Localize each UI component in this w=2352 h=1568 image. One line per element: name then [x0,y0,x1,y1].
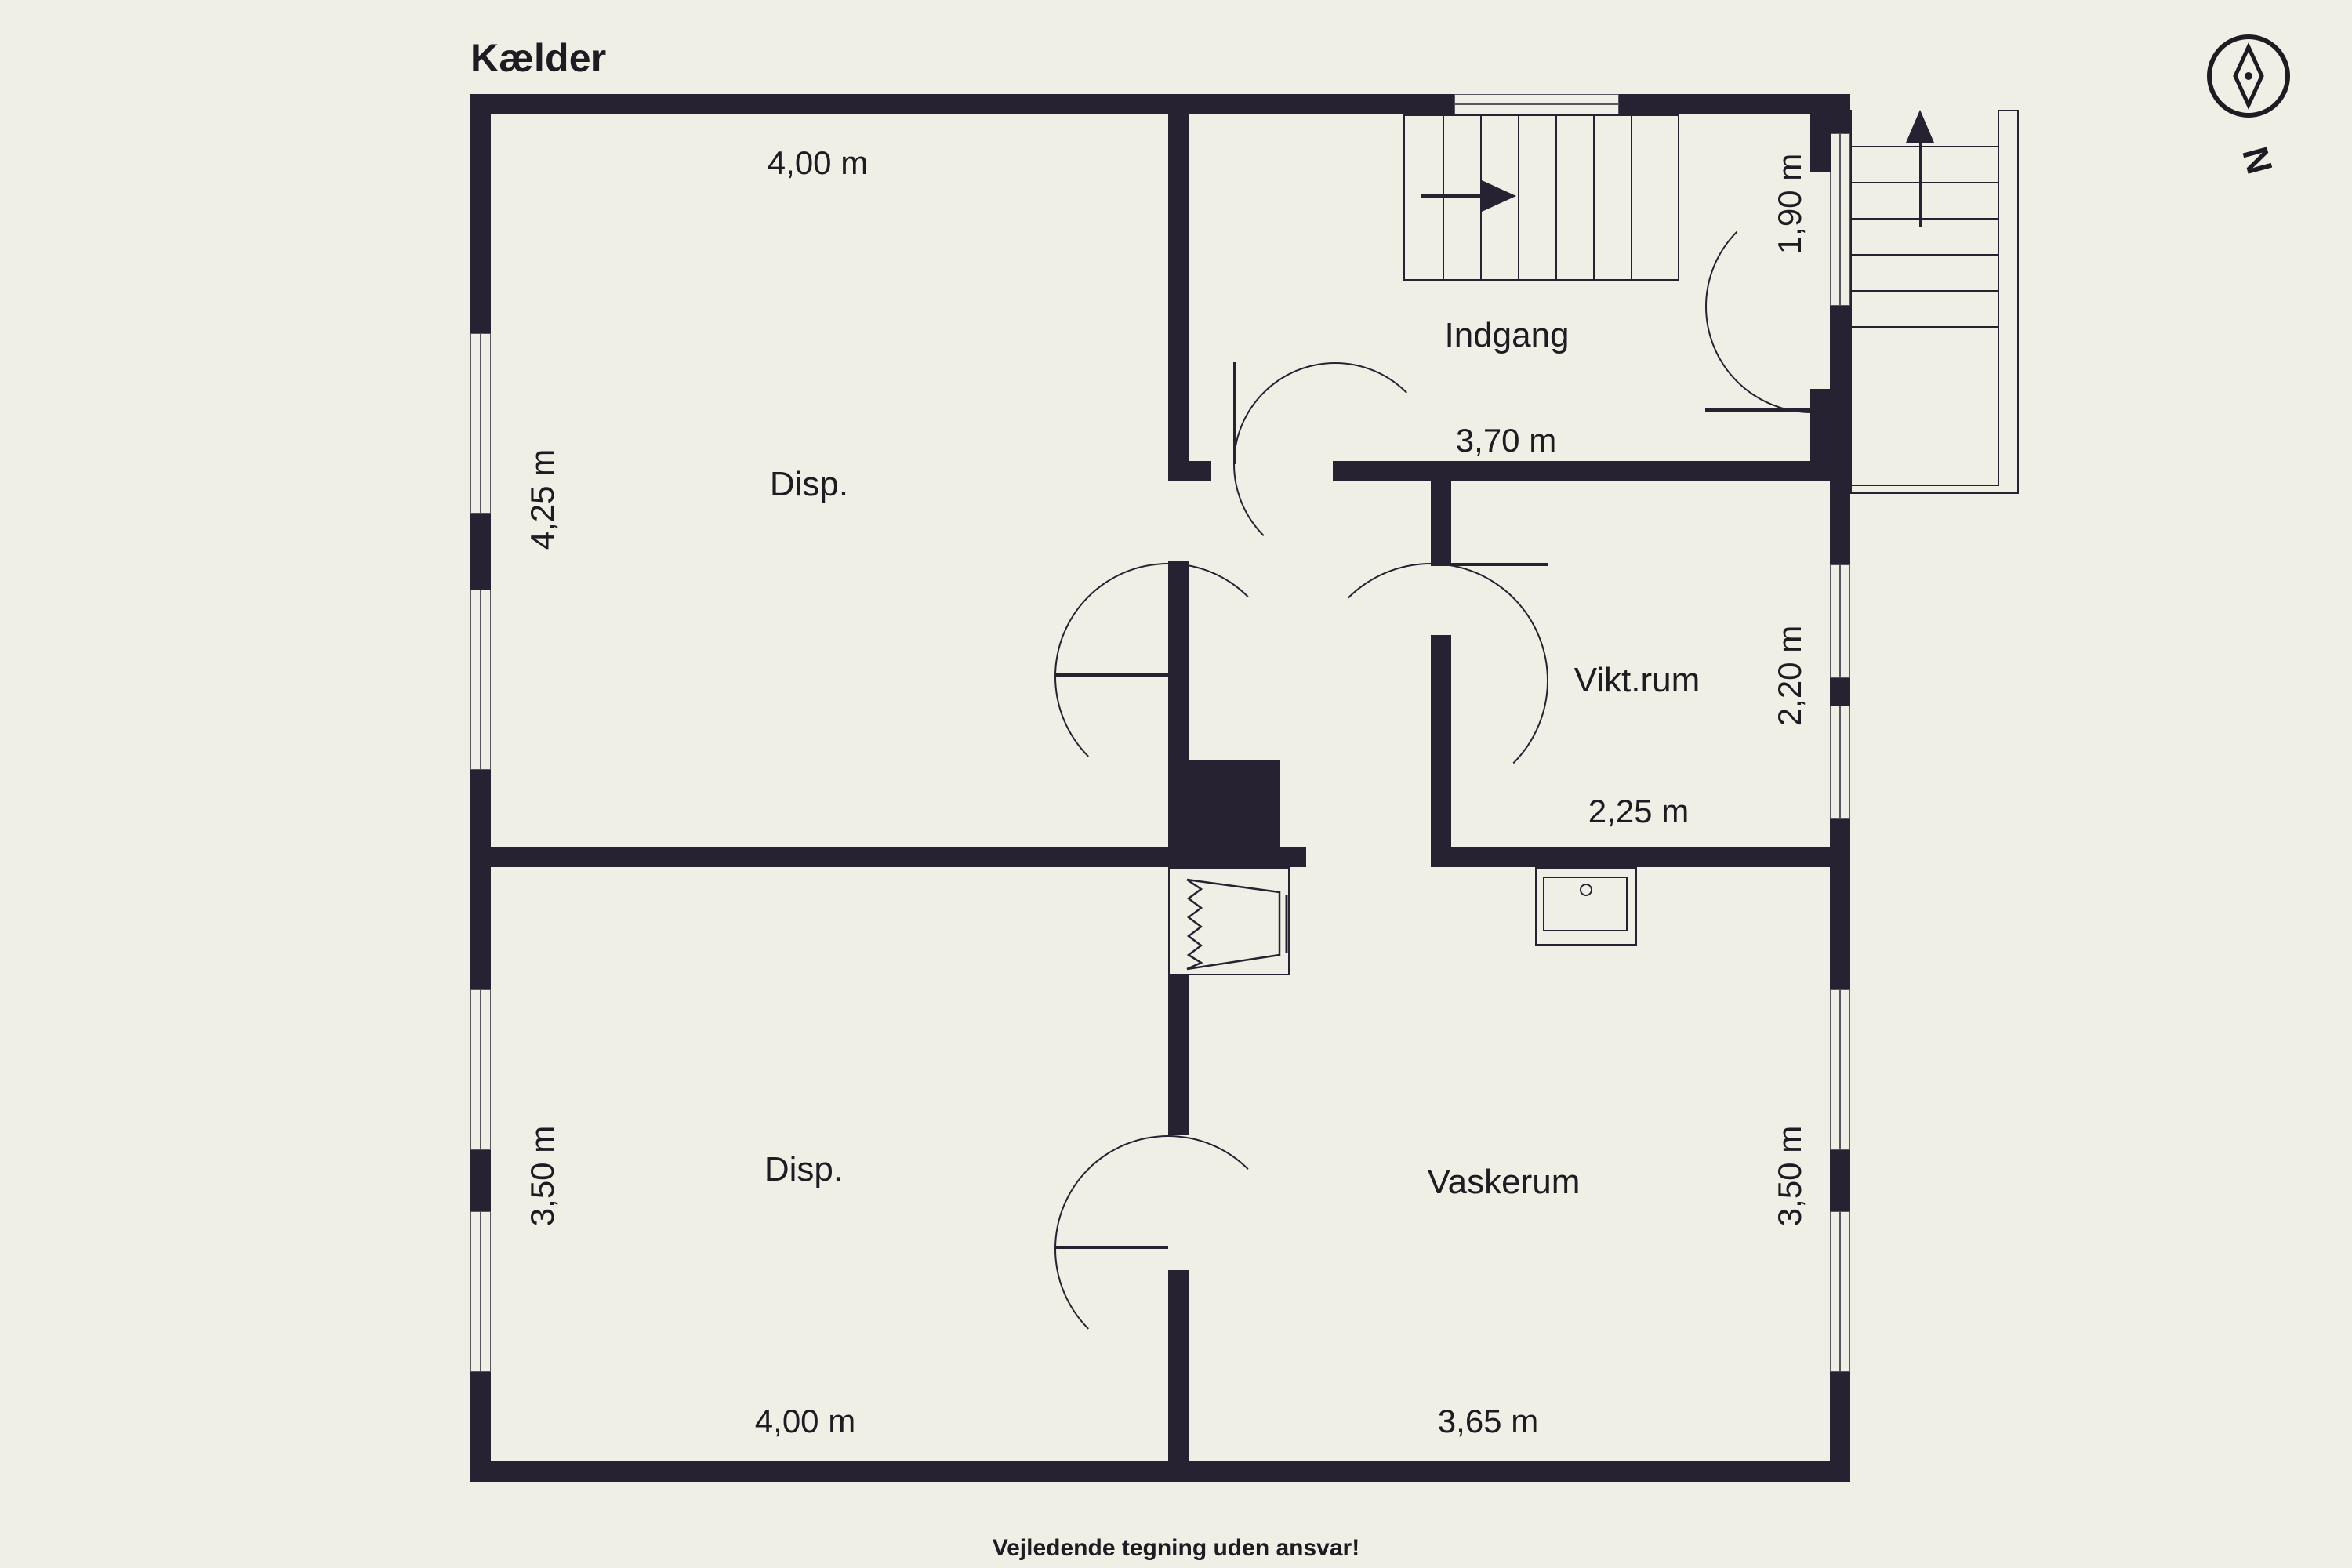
window-left-lower-a [470,989,491,1150]
door-swing-arc [1054,563,1282,790]
door-leaf [1705,408,1813,412]
door-swing-arc [1313,563,1548,798]
door-leaf [1431,563,1548,566]
dimension-left-lower: 3,50 m [524,1125,561,1227]
wall-entrance-threshold [1810,94,1831,172]
sink-drain-icon [1580,884,1592,896]
compass-glyph: N [2207,34,2290,179]
window-right-vaskerum-b [1830,1211,1850,1372]
window-left-lower-b [470,1211,491,1372]
window-right-vikt-b [1830,706,1850,819]
room-label-disp-upper: Disp. [769,465,849,503]
door-disp-lower [1054,1135,1282,1363]
dimension-top-left: 4,00 m [767,144,869,181]
door-indgang-to-disp [1233,362,1437,566]
door-swing-arc [1233,362,1437,566]
wall-exterior-top [470,94,1850,114]
wall-interior-vertical-spine-upper [1168,94,1189,463]
exterior-stairs [1850,110,1999,486]
room-label-indgang: Indgang [1444,316,1570,354]
door-disp-upper [1054,563,1282,790]
window-left-upper-a [470,333,491,514]
room-label-vaskerum: Vaskerum [1427,1163,1581,1201]
door-swing-arc [1054,1135,1282,1363]
page-title: Kælder [470,36,607,80]
disclaimer-text: Vejledende tegning uden ansvar! [992,1535,1360,1561]
door-exterior-entrance [1705,200,1918,413]
dimension-vikt-height: 2,20 m [1771,625,1808,727]
window-left-upper-b [470,590,491,770]
dimension-entry-height: 1,90 m [1771,153,1808,255]
svg-text:N: N [2234,143,2281,179]
door-to-viktrum [1313,563,1548,798]
dimension-bottom-left: 4,00 m [754,1403,856,1439]
window-right-vaskerum-a [1830,989,1850,1150]
stairs-direction-arrow-shaft [1421,194,1483,198]
wall-viktrum-bottom [1431,847,1850,867]
fireplace-icon [1168,867,1290,975]
dimension-bottom-right: 3,65 m [1437,1403,1539,1439]
window-top-stairs [1454,94,1619,114]
door-swing-arc [1705,200,1918,413]
wall-exterior-bottom [470,1461,1850,1482]
wall-indgang-bottom-left [1168,461,1211,481]
wall-disp-divider [470,847,1189,867]
room-label-disp-lower: Disp. [764,1150,844,1189]
window-right-vikt-a [1830,564,1850,678]
chimney-hearth-lintel [1168,847,1306,867]
dimension-vikt-width: 2,25 m [1588,793,1690,829]
wall-viktrum-left-upper [1431,481,1451,563]
fireplace-flame-glyph [1186,878,1288,971]
room-label-viktrum: Vikt.rum [1573,661,1700,699]
exterior-stairs-arrow-head [1906,110,1934,143]
dimension-indgang-width: 3,70 m [1455,422,1557,459]
stairs-direction-arrow-head [1482,180,1516,212]
chimney-mass [1168,760,1280,847]
dimension-left-upper: 4,25 m [524,448,561,550]
dimension-right-lower: 3,50 m [1771,1125,1808,1227]
exterior-stairs-arrow-shaft [1919,141,1922,227]
interior-stairs [1403,114,1679,281]
compass-rose-icon: N [2187,27,2336,180]
door-leaf [1233,362,1236,464]
